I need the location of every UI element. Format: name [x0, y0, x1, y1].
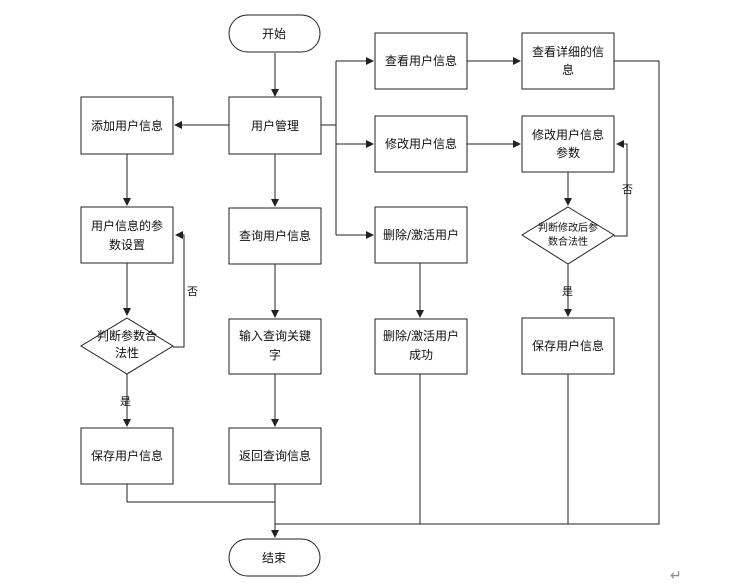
- delete-activate-label: 删除/激活用户: [383, 227, 459, 242]
- modify-user-node: 修改用户信息: [374, 115, 468, 173]
- add-user-label: 添加用户信息: [91, 118, 163, 133]
- delete-success-label-line2: 成功: [409, 348, 433, 362]
- modify-params-node: 修改用户信息 参数: [521, 115, 615, 173]
- save-right-node: 保存用户信息: [521, 317, 615, 375]
- delete-success-label-line1: 删除/激活用户: [383, 328, 459, 343]
- query-user-label: 查询用户信息: [239, 228, 311, 243]
- judge-params-node: 判断参数合 法性: [80, 317, 174, 375]
- start-label: 开始: [262, 27, 286, 41]
- judge-modified-label-line1: 判断修改后参: [538, 221, 598, 234]
- set-params-label-line2: 数设置: [109, 237, 145, 252]
- input-keyword-label-line2: 字: [269, 347, 281, 362]
- right-yes-label: 是: [562, 285, 573, 298]
- view-user-label: 查看用户信息: [385, 53, 457, 68]
- end-label: 结束: [262, 551, 286, 565]
- user-manage-label: 用户管理: [251, 118, 299, 133]
- return-query-node: 返回查询信息: [228, 427, 322, 485]
- modify-user-label: 修改用户信息: [385, 136, 457, 151]
- left-no-label: 否: [187, 285, 198, 298]
- user-manage-node: 用户管理: [228, 96, 322, 155]
- save-left-label: 保存用户信息: [91, 448, 163, 463]
- view-detail-label-line2: 息: [562, 62, 574, 77]
- view-detail-node: 查看详细的信 息: [521, 32, 615, 90]
- connectors: [123, 53, 660, 538]
- left-yes-label: 是: [120, 395, 131, 408]
- set-params-label-line1: 用户信息的参: [91, 218, 163, 233]
- return-mark-icon: ↵: [670, 568, 682, 584]
- view-user-node: 查看用户信息: [374, 32, 468, 90]
- judge-params-label-line2: 法性: [115, 346, 139, 360]
- save-right-label: 保存用户信息: [532, 338, 604, 353]
- input-keyword-node: 输入查询关键 字: [228, 318, 322, 375]
- start-node: 开始: [228, 14, 321, 53]
- delete-success-node: 删除/激活用户 成功: [374, 318, 468, 375]
- judge-params-label-line1: 判断参数合: [97, 328, 157, 343]
- delete-activate-node: 删除/激活用户: [374, 206, 468, 264]
- modify-params-label-line2: 参数: [556, 145, 580, 160]
- set-params-node: 用户信息的参 数设置: [80, 206, 174, 264]
- input-keyword-label-line1: 输入查询关键: [239, 328, 311, 343]
- judge-modified-node: 判断修改后参 数合法性: [521, 206, 615, 265]
- return-query-label: 返回查询信息: [239, 448, 311, 463]
- save-left-node: 保存用户信息: [80, 427, 174, 485]
- view-detail-label-line1: 查看详细的信: [532, 44, 604, 59]
- end-node: 结束: [228, 538, 321, 577]
- modify-params-label-line1: 修改用户信息: [532, 127, 604, 142]
- query-user-node: 查询用户信息: [228, 207, 322, 265]
- right-no-label: 否: [622, 183, 633, 196]
- judge-modified-label-line2: 数合法性: [548, 235, 588, 248]
- add-user-node: 添加用户信息: [80, 96, 174, 155]
